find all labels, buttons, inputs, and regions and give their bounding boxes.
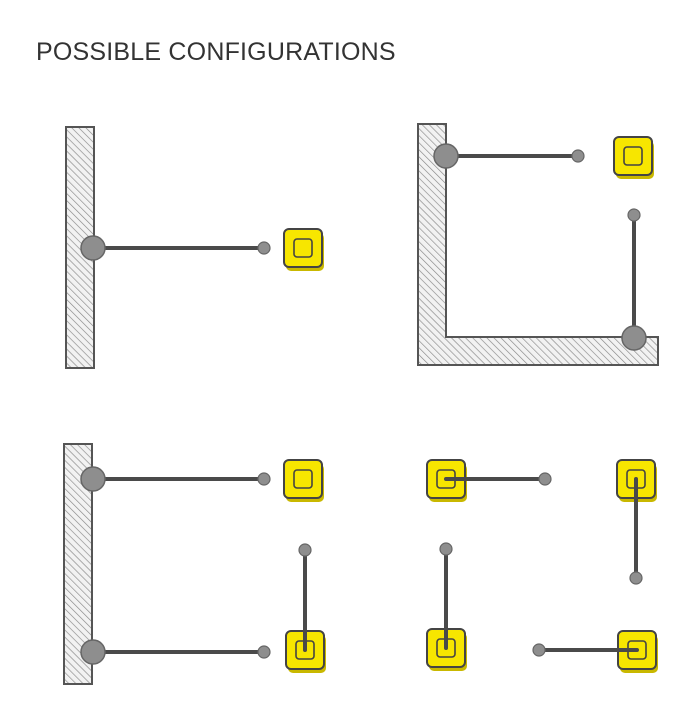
arm-pivot: [80, 466, 106, 492]
config-4: [426, 459, 659, 674]
arm-tip: [571, 149, 585, 163]
arm-tip: [257, 241, 271, 255]
arm-pivot: [80, 235, 106, 261]
config-3: [63, 443, 327, 685]
config-1: [65, 126, 325, 369]
arm-tip: [257, 645, 271, 659]
arm-tip: [298, 543, 312, 557]
arm-tip: [538, 472, 552, 486]
arm-pivot: [433, 143, 459, 169]
arm-tip: [629, 571, 643, 585]
arm-pivot: [80, 639, 106, 665]
arm-tip: [627, 208, 641, 222]
yellow-block: [613, 136, 655, 180]
arm-pivot: [621, 325, 647, 351]
page-title: POSSIBLE CONFIGURATIONS: [36, 38, 396, 66]
arm-tip: [257, 472, 271, 486]
arm-tip: [439, 542, 453, 556]
yellow-block: [283, 459, 325, 503]
yellow-block: [283, 228, 325, 272]
config-2: [417, 123, 659, 366]
arm-tip: [532, 643, 546, 657]
